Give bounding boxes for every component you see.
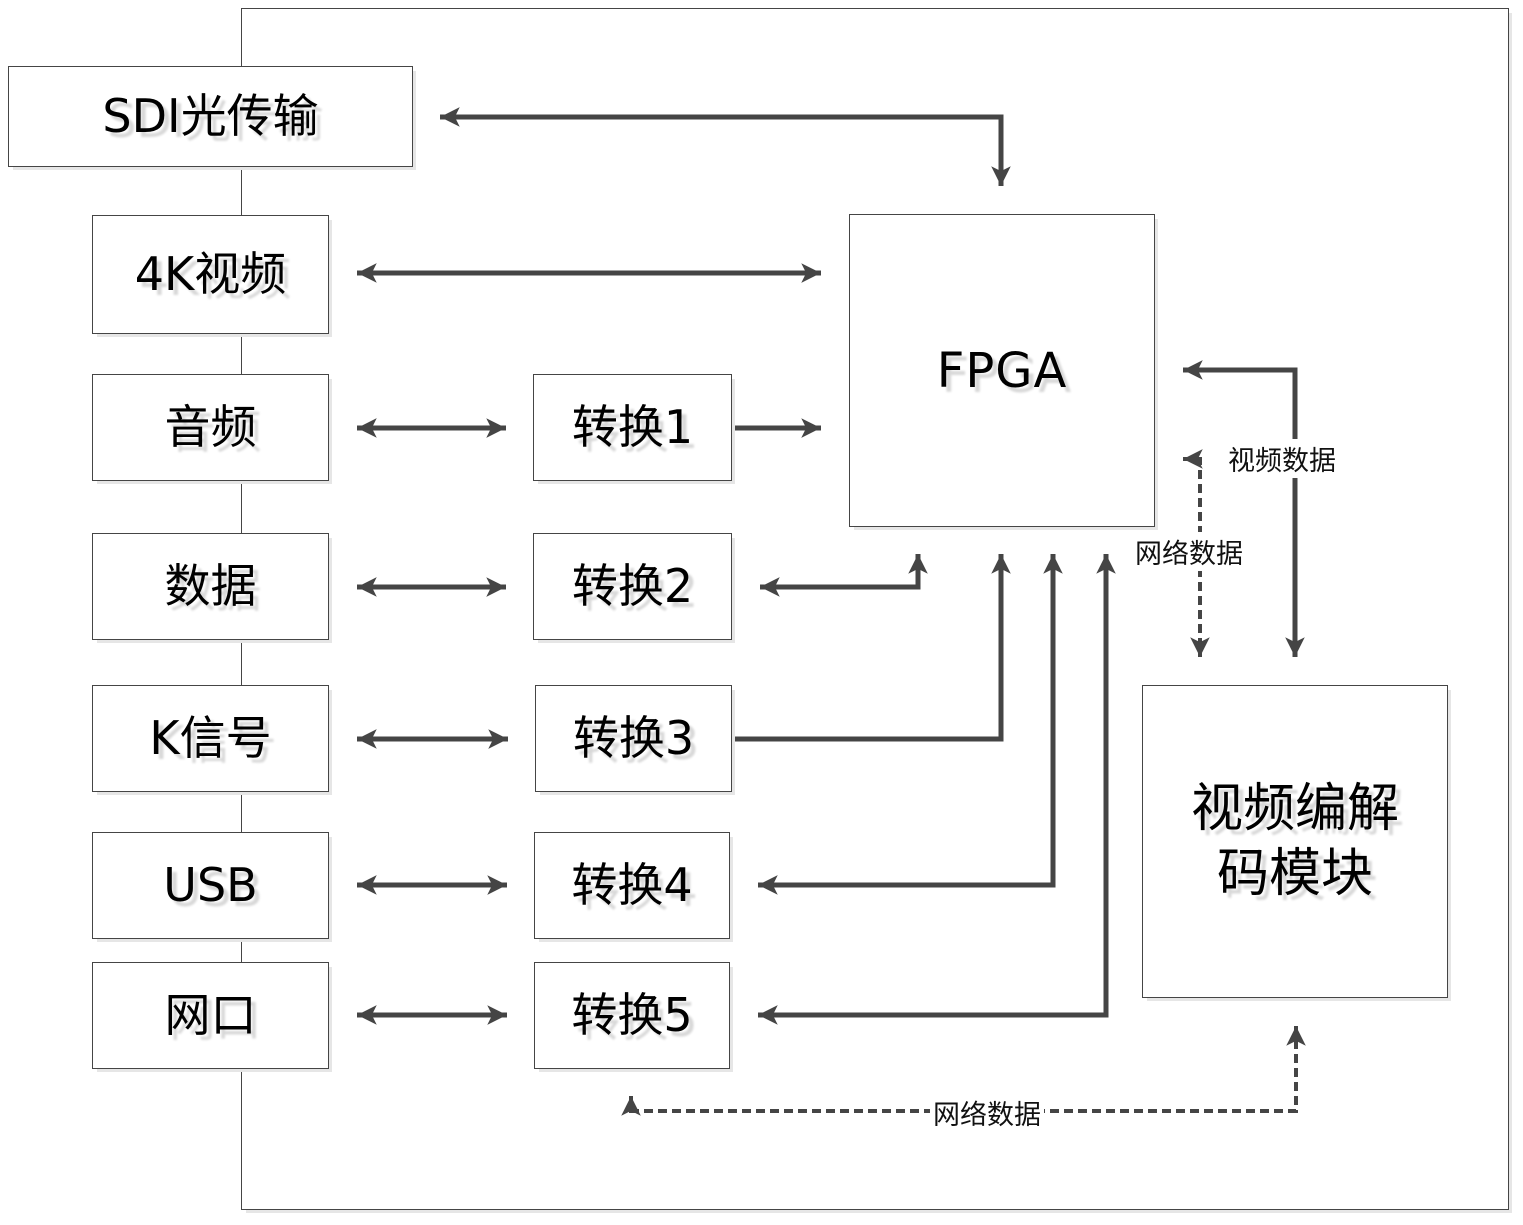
connector-conv5-fpga xyxy=(758,554,1116,1025)
connector-conv5-codec-network xyxy=(621,1026,1306,1116)
block-audio-label: 音频 xyxy=(164,399,257,454)
edge-label-network-data-right: 网络数据 xyxy=(1132,532,1246,571)
edge-label-network-data-bottom: 网络数据 xyxy=(930,1093,1044,1132)
block-converter-4: 转换4 xyxy=(534,832,730,939)
block-4k-video: 4K视频 xyxy=(92,215,329,334)
block-converter-5: 转换5 xyxy=(534,962,730,1069)
block-sdi-optical-label: SDI光传输 xyxy=(102,88,319,143)
block-converter-4-label: 转换4 xyxy=(571,857,693,912)
block-sdi-optical: SDI光传输 xyxy=(8,66,413,167)
block-fpga-label: FPGA xyxy=(936,342,1068,399)
block-converter-5-label: 转换5 xyxy=(571,987,693,1042)
edge-label-video-data: 视频数据 xyxy=(1225,439,1339,478)
block-network-port: 网口 xyxy=(92,962,329,1069)
connector-fpga-codec-network xyxy=(1183,449,1210,657)
connector-conv3-fpga xyxy=(732,554,1011,742)
block-data-label: 数据 xyxy=(164,558,257,613)
connector-conv4-fpga xyxy=(758,554,1063,895)
connector-fpga-codec-video xyxy=(1183,360,1305,657)
block-fpga: FPGA xyxy=(849,214,1155,527)
block-converter-3: 转换3 xyxy=(535,685,732,792)
block-k-signal: K信号 xyxy=(92,685,329,792)
block-video-codec: 视频编解 码模块 xyxy=(1142,685,1448,998)
block-converter-2: 转换2 xyxy=(533,533,732,640)
connector-sdi-fpga xyxy=(440,107,1011,186)
block-converter-2-label: 转换2 xyxy=(571,558,694,613)
block-converter-3-label: 转换3 xyxy=(572,710,695,765)
block-network-port-label: 网口 xyxy=(164,987,257,1042)
block-converter-1-label: 转换1 xyxy=(571,399,694,454)
block-audio: 音频 xyxy=(92,374,329,481)
block-usb: USB xyxy=(92,832,329,939)
connector-conv2-fpga xyxy=(760,554,928,597)
block-video-codec-label: 视频编解 码模块 xyxy=(1190,778,1399,904)
block-converter-1: 转换1 xyxy=(533,374,732,481)
block-4k-video-label: 4K视频 xyxy=(134,246,287,301)
block-data: 数据 xyxy=(92,533,329,640)
block-usb-label: USB xyxy=(163,857,258,912)
block-k-signal-label: K信号 xyxy=(149,710,272,765)
